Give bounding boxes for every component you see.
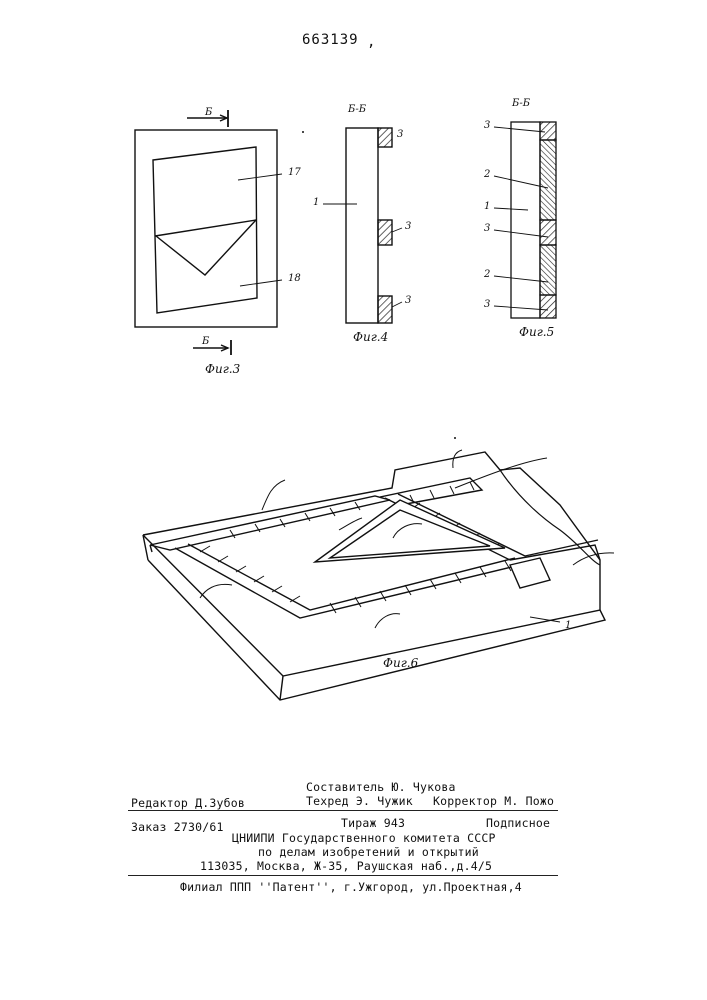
fig4-section: Б-Б — [348, 104, 366, 115]
fig3-section-top: Б — [205, 107, 212, 118]
fig5-section: Б-Б — [512, 98, 530, 109]
imprint-tech-editor: Техред Э. Чужик — [306, 794, 413, 808]
fig3-caption: Фиг.3 — [205, 362, 240, 376]
imprint-order: Заказ 2730/61 — [131, 820, 224, 834]
imprint-corrector: Корректор М. Пожо — [433, 794, 554, 808]
fig5-label-3c: 3 — [484, 299, 490, 310]
fig4-label-1: 1 — [313, 197, 319, 208]
fig4-label-3b: 3 — [405, 221, 411, 232]
imprint-compiler: Составитель Ю. Чукова — [306, 780, 456, 794]
fig4-caption: Фиг.4 — [353, 330, 388, 344]
imprint-branch: Филиал ППП ''Патент'', г.Ужгород, ул.Про… — [180, 880, 522, 894]
fig4-drawing — [323, 128, 402, 323]
fig3-label-17: 17 — [288, 167, 301, 178]
fig5-drawing — [494, 122, 556, 318]
fig3-section-bottom: Б — [202, 336, 209, 347]
fig5-label-3b: 3 — [484, 223, 490, 234]
fig5-caption: Фиг.5 — [519, 325, 554, 339]
fig5-label-3a: 3 — [484, 120, 490, 131]
imprint-rule-bottom — [128, 875, 558, 876]
fig3-label-18: 18 — [288, 273, 301, 284]
fig6-label-1: 1 — [565, 620, 571, 631]
fig4-label-3c: 3 — [405, 295, 411, 306]
fig6-caption: Фиг.6 — [383, 656, 418, 670]
imprint-editor: Редактор Д.Зубов — [131, 796, 245, 810]
imprint-rule-top — [128, 810, 558, 811]
fig4-label-3a: 3 — [397, 129, 403, 140]
imprint-org-line2: по делам изобретений и открытий — [258, 845, 479, 859]
fig5-label-2a: 2 — [484, 169, 490, 180]
imprint-subscription: Подписное — [486, 816, 550, 830]
fig6-drawing — [143, 450, 614, 700]
fig3-drawing — [135, 110, 282, 355]
fig5-label-2b: 2 — [484, 269, 490, 280]
imprint-circulation: Тираж 943 — [341, 816, 405, 830]
imprint-address: 113035, Москва, Ж-35, Раушская наб.,д.4/… — [200, 859, 492, 873]
imprint-org-line1: ЦНИИПИ Государственного комитета СССР — [232, 831, 496, 845]
fig5-label-1: 1 — [484, 201, 490, 212]
